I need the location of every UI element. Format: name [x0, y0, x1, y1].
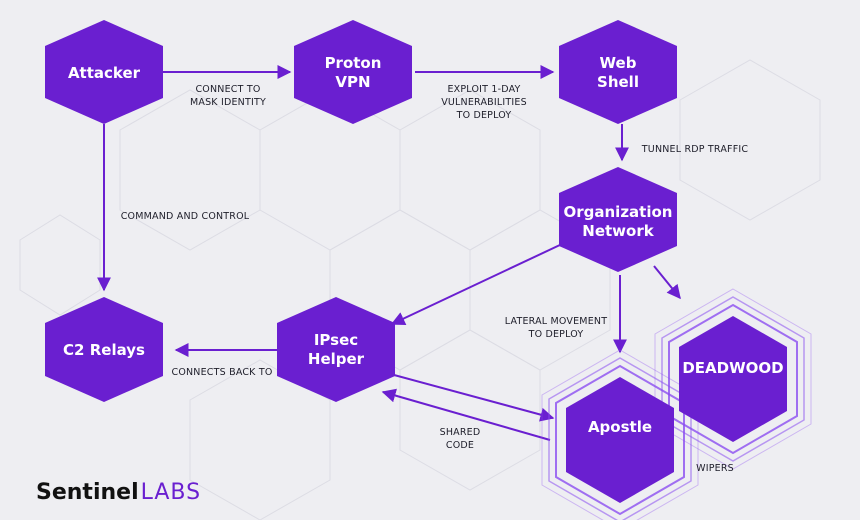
- node-label: Web: [600, 54, 637, 72]
- edge-ipsec-to-apostle: [382, 371, 555, 422]
- label-wipers: WIPERS: [696, 463, 734, 474]
- node-label: C2 Relays: [63, 341, 145, 359]
- label-lateral-to-deploy: TO DEPLOY: [528, 329, 584, 340]
- hexagon-shape: [559, 20, 677, 124]
- hexagon-shape: [566, 377, 674, 503]
- label-lateral-movement: LATERAL MOVEMENT: [505, 316, 607, 327]
- node-label: Shell: [597, 73, 639, 91]
- hexagon-shape: [294, 20, 412, 124]
- label-exploit: EXPLOIT 1-DAY: [447, 84, 520, 95]
- label-tunnel-rdp: TUNNEL RDP TRAFFIC: [641, 144, 749, 155]
- label-connect-to: CONNECT TO: [195, 84, 260, 95]
- node-proton-vpn: Proton VPN: [294, 20, 412, 124]
- hexagon-shape: [679, 316, 787, 442]
- label-code: CODE: [446, 440, 474, 451]
- hexagon-shape: [45, 297, 163, 402]
- node-label: Attacker: [68, 64, 141, 82]
- label-command-control: COMMAND AND CONTROL: [121, 211, 250, 222]
- edge-labels: CONNECT TO MASK IDENTITY EXPLOIT 1-DAY V…: [121, 84, 749, 474]
- node-label: Organization: [564, 203, 673, 221]
- logo-sentinel: Sentinel: [36, 480, 139, 505]
- edges: [97, 65, 681, 441]
- hexagon-shape: [559, 167, 677, 272]
- node-c2-relays: C2 Relays: [45, 297, 163, 402]
- hexagon-shape: [45, 20, 163, 124]
- node-ipsec-helper: IPsec Helper: [277, 297, 395, 402]
- label-to-deploy: TO DEPLOY: [456, 110, 512, 121]
- edge-org-to-ipsec: [390, 243, 563, 325]
- node-label: IPsec: [314, 331, 358, 349]
- hexagon-shape: [277, 297, 395, 402]
- label-shared: SHARED: [440, 427, 481, 438]
- node-label: Network: [582, 222, 654, 240]
- label-connects-back: CONNECTS BACK TO: [171, 367, 272, 378]
- edge-apostle-to-ipsec: [381, 388, 551, 441]
- node-label: VPN: [335, 73, 370, 91]
- node-label: Helper: [308, 350, 365, 368]
- node-organization-network: Organization Network: [559, 167, 677, 272]
- node-deadwood: DEADWOOD: [679, 316, 787, 442]
- label-vulnerabilities: VULNERABILITIES: [441, 97, 527, 108]
- node-web-shell: Web Shell: [559, 20, 677, 124]
- node-apostle: Apostle: [566, 377, 674, 503]
- label-mask-identity: MASK IDENTITY: [190, 97, 266, 108]
- edge-org-to-deadwood: [653, 265, 681, 300]
- node-label: DEADWOOD: [682, 359, 783, 377]
- svg-text:SentinelLABS: SentinelLABS: [36, 480, 201, 505]
- node-label: Proton: [325, 54, 382, 72]
- logo-labs: LABS: [141, 480, 201, 505]
- node-label: Apostle: [588, 418, 652, 436]
- background-pattern: [19, 59, 821, 520]
- sentinel-labs-logo: SentinelLABS: [36, 480, 201, 505]
- node-attacker: Attacker: [45, 20, 163, 124]
